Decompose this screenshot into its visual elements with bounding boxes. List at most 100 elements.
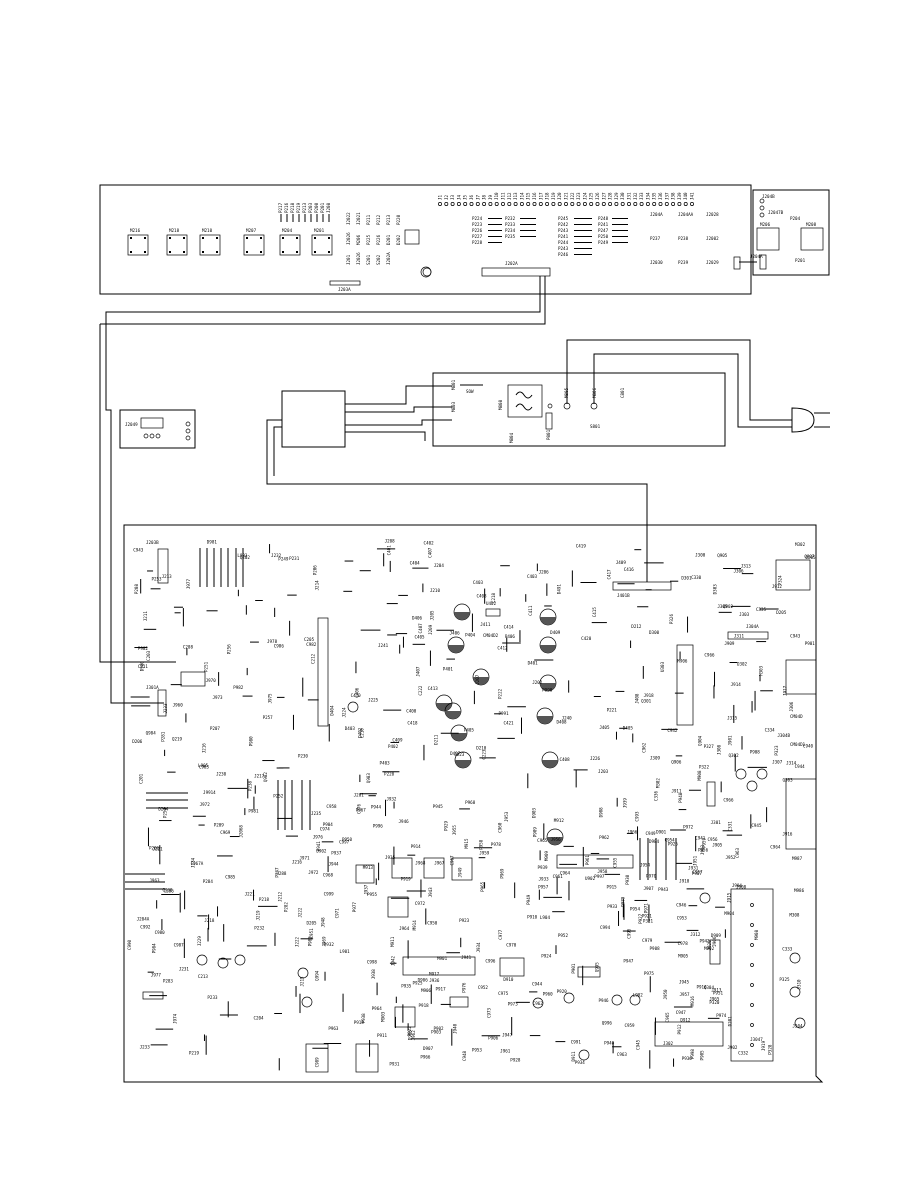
main-label: J970: [206, 678, 217, 683]
main-label: P908: [650, 946, 661, 951]
main-label: D910: [503, 977, 514, 982]
top-mid-label: P213: [386, 214, 391, 225]
main-label: P975: [644, 971, 655, 976]
pin-j41: [690, 202, 694, 206]
main-label: J304: [792, 1023, 803, 1028]
pin-j36: [658, 202, 663, 206]
main-label: J214: [314, 580, 319, 591]
pin-j25: [589, 202, 594, 206]
top-mid-label: J201: [346, 254, 351, 265]
main-label: D407: [450, 751, 461, 756]
main-label: P218: [259, 897, 270, 902]
main-label: J304B: [777, 733, 790, 738]
main-label: J978: [267, 639, 278, 644]
main-label: C414: [504, 625, 515, 630]
main-label: Q994: [315, 970, 320, 981]
main-label: D205: [805, 555, 816, 560]
main-label: M912: [554, 818, 565, 823]
main-label: J911: [671, 788, 682, 793]
main-label: C205: [304, 637, 315, 642]
main-label: P978: [491, 842, 502, 847]
main-label: D491: [556, 584, 561, 595]
main-label: P996: [373, 823, 384, 828]
main-label: L902: [633, 992, 644, 997]
main-label: P973: [508, 1001, 519, 1006]
col2-label: P245: [558, 216, 569, 221]
main-label: L903: [237, 553, 248, 558]
main-label: D302: [737, 661, 748, 666]
main-label: J957: [679, 992, 690, 997]
main-label: D406: [412, 616, 423, 621]
main-label: J302: [663, 1041, 674, 1046]
main-label: P928: [510, 1058, 521, 1063]
main-label: C966: [704, 653, 715, 658]
main-label: J909: [724, 641, 735, 646]
q938-chip: [394, 1006, 416, 1028]
main-label: P208: [134, 584, 139, 595]
main-label: P951: [713, 990, 724, 995]
main-label: J971: [299, 856, 310, 861]
pin-label: J4: [456, 194, 461, 200]
icon-label: U902: [585, 876, 596, 881]
u903-chip: [556, 854, 634, 869]
pin-j29: [614, 202, 619, 206]
main-label: L901: [340, 949, 351, 954]
pin-label: J1: [438, 194, 443, 200]
main-label: D204: [158, 806, 169, 811]
main-label: C945: [751, 823, 762, 828]
pin-label: J30: [620, 192, 625, 200]
main-label: D210: [476, 745, 487, 750]
module-label: M204: [282, 228, 293, 233]
main-label: P962: [599, 835, 610, 840]
main-label: P326: [669, 614, 674, 625]
main-label: P220: [384, 771, 395, 776]
electrolytic-capacitor: [536, 707, 554, 725]
main-label: C408: [560, 757, 571, 762]
main-label: C963: [735, 847, 740, 858]
col1-right-label: P235: [505, 234, 516, 239]
main-label: J960: [173, 703, 184, 708]
pin-label: J2: [444, 194, 449, 200]
main-label: C972: [415, 901, 426, 906]
main-label: C400: [406, 709, 417, 714]
side-label: J204B: [762, 194, 775, 199]
top-mid-label: J2021: [356, 212, 361, 225]
q994-chip: [355, 864, 375, 884]
pin-label: J40: [683, 192, 688, 200]
main-label: C987: [174, 943, 185, 948]
main-label: M914: [412, 920, 417, 931]
pin-j13: [513, 202, 518, 206]
main-label: J962: [411, 1030, 416, 1041]
electrolytic-capacitor: [453, 603, 471, 621]
main-label: J950: [663, 989, 668, 1000]
module-m201: M201: [311, 228, 333, 256]
main-label: P937: [331, 851, 342, 856]
top-mid-label: J202A: [386, 252, 391, 265]
main-label: J934: [476, 942, 481, 953]
main-label: P914: [411, 844, 422, 849]
pin-label: J13: [513, 192, 518, 200]
m206-module: [756, 227, 780, 251]
main-label: C990: [127, 939, 132, 950]
pin-j9: [488, 202, 493, 206]
col1-right-label: P232: [505, 216, 516, 221]
main-label: P921: [642, 913, 653, 918]
main-label: C970: [506, 942, 517, 947]
pin-j39: [677, 202, 682, 206]
top-mid-label: P212: [376, 214, 381, 225]
pin-label: J17: [538, 192, 543, 200]
main-label: C943: [790, 633, 801, 638]
main-label: C993: [634, 811, 639, 822]
main-label: P281: [161, 731, 166, 742]
main-label: C975: [498, 991, 509, 996]
main-label: J201: [354, 793, 365, 798]
round-component: [578, 1049, 590, 1061]
main-label: C998: [367, 959, 378, 964]
main-label: C222: [418, 685, 423, 696]
main-label: C976: [357, 803, 362, 814]
main-label: C940: [803, 744, 814, 749]
main-label: J407: [416, 666, 421, 677]
top-right-label: J2030: [650, 260, 663, 265]
main-label: P954: [630, 906, 641, 911]
